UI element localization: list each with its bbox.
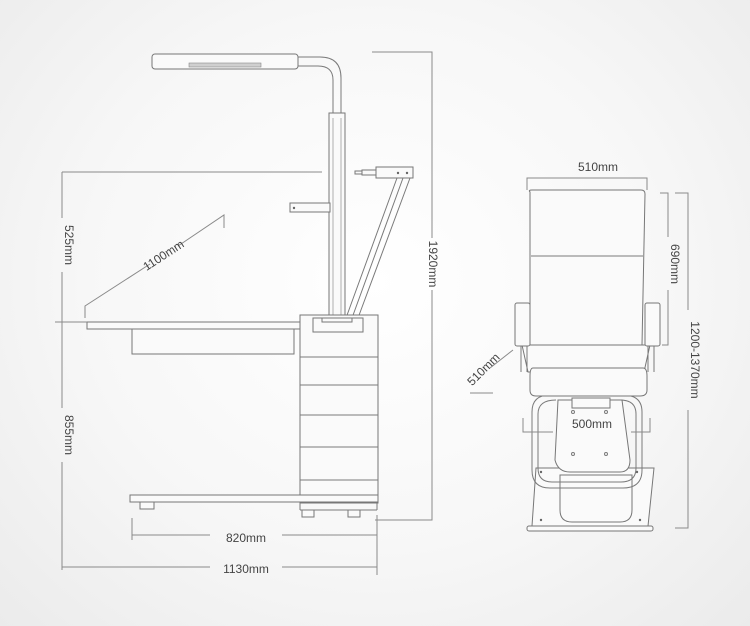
dimension-lines-chair [470, 177, 689, 529]
armrest-right [644, 302, 661, 347]
phoropter-arm [345, 177, 411, 319]
chair-back [528, 189, 646, 346]
dimension-lines-unit [55, 51, 433, 575]
refraction-unit [86, 53, 414, 518]
foot [347, 509, 361, 518]
armrest-left [514, 302, 531, 347]
foot [301, 509, 315, 518]
lamp-head [151, 53, 299, 70]
foot [139, 501, 155, 510]
chair-seat [529, 367, 648, 397]
dim-upper-height: 525mm [62, 225, 76, 265]
cabinet [299, 314, 379, 504]
side-bracket [289, 202, 331, 213]
dim-total-width: 1130mm [223, 562, 269, 576]
base-plate [129, 494, 379, 503]
drawer [131, 328, 295, 355]
lamp-scale [188, 62, 262, 68]
dim-seat-depth: 510mm [464, 350, 502, 388]
chair [514, 189, 661, 532]
footrest-frame [531, 394, 643, 489]
lamp-pole [328, 112, 346, 321]
dim-chair-height: 1200-1370mm [688, 321, 702, 398]
dim-base-width: 820mm [226, 531, 266, 545]
dim-chair-base-width: 500mm [572, 417, 612, 431]
lamp-arm [298, 56, 342, 113]
dim-back-width: 510mm [578, 160, 618, 174]
dim-total-height: 1920mm [426, 241, 440, 288]
dim-arm-reach: 1100mm [141, 237, 187, 274]
dim-back-height: 690mm [668, 244, 682, 284]
dim-lower-height: 855mm [62, 415, 76, 455]
chair-column [554, 399, 631, 473]
